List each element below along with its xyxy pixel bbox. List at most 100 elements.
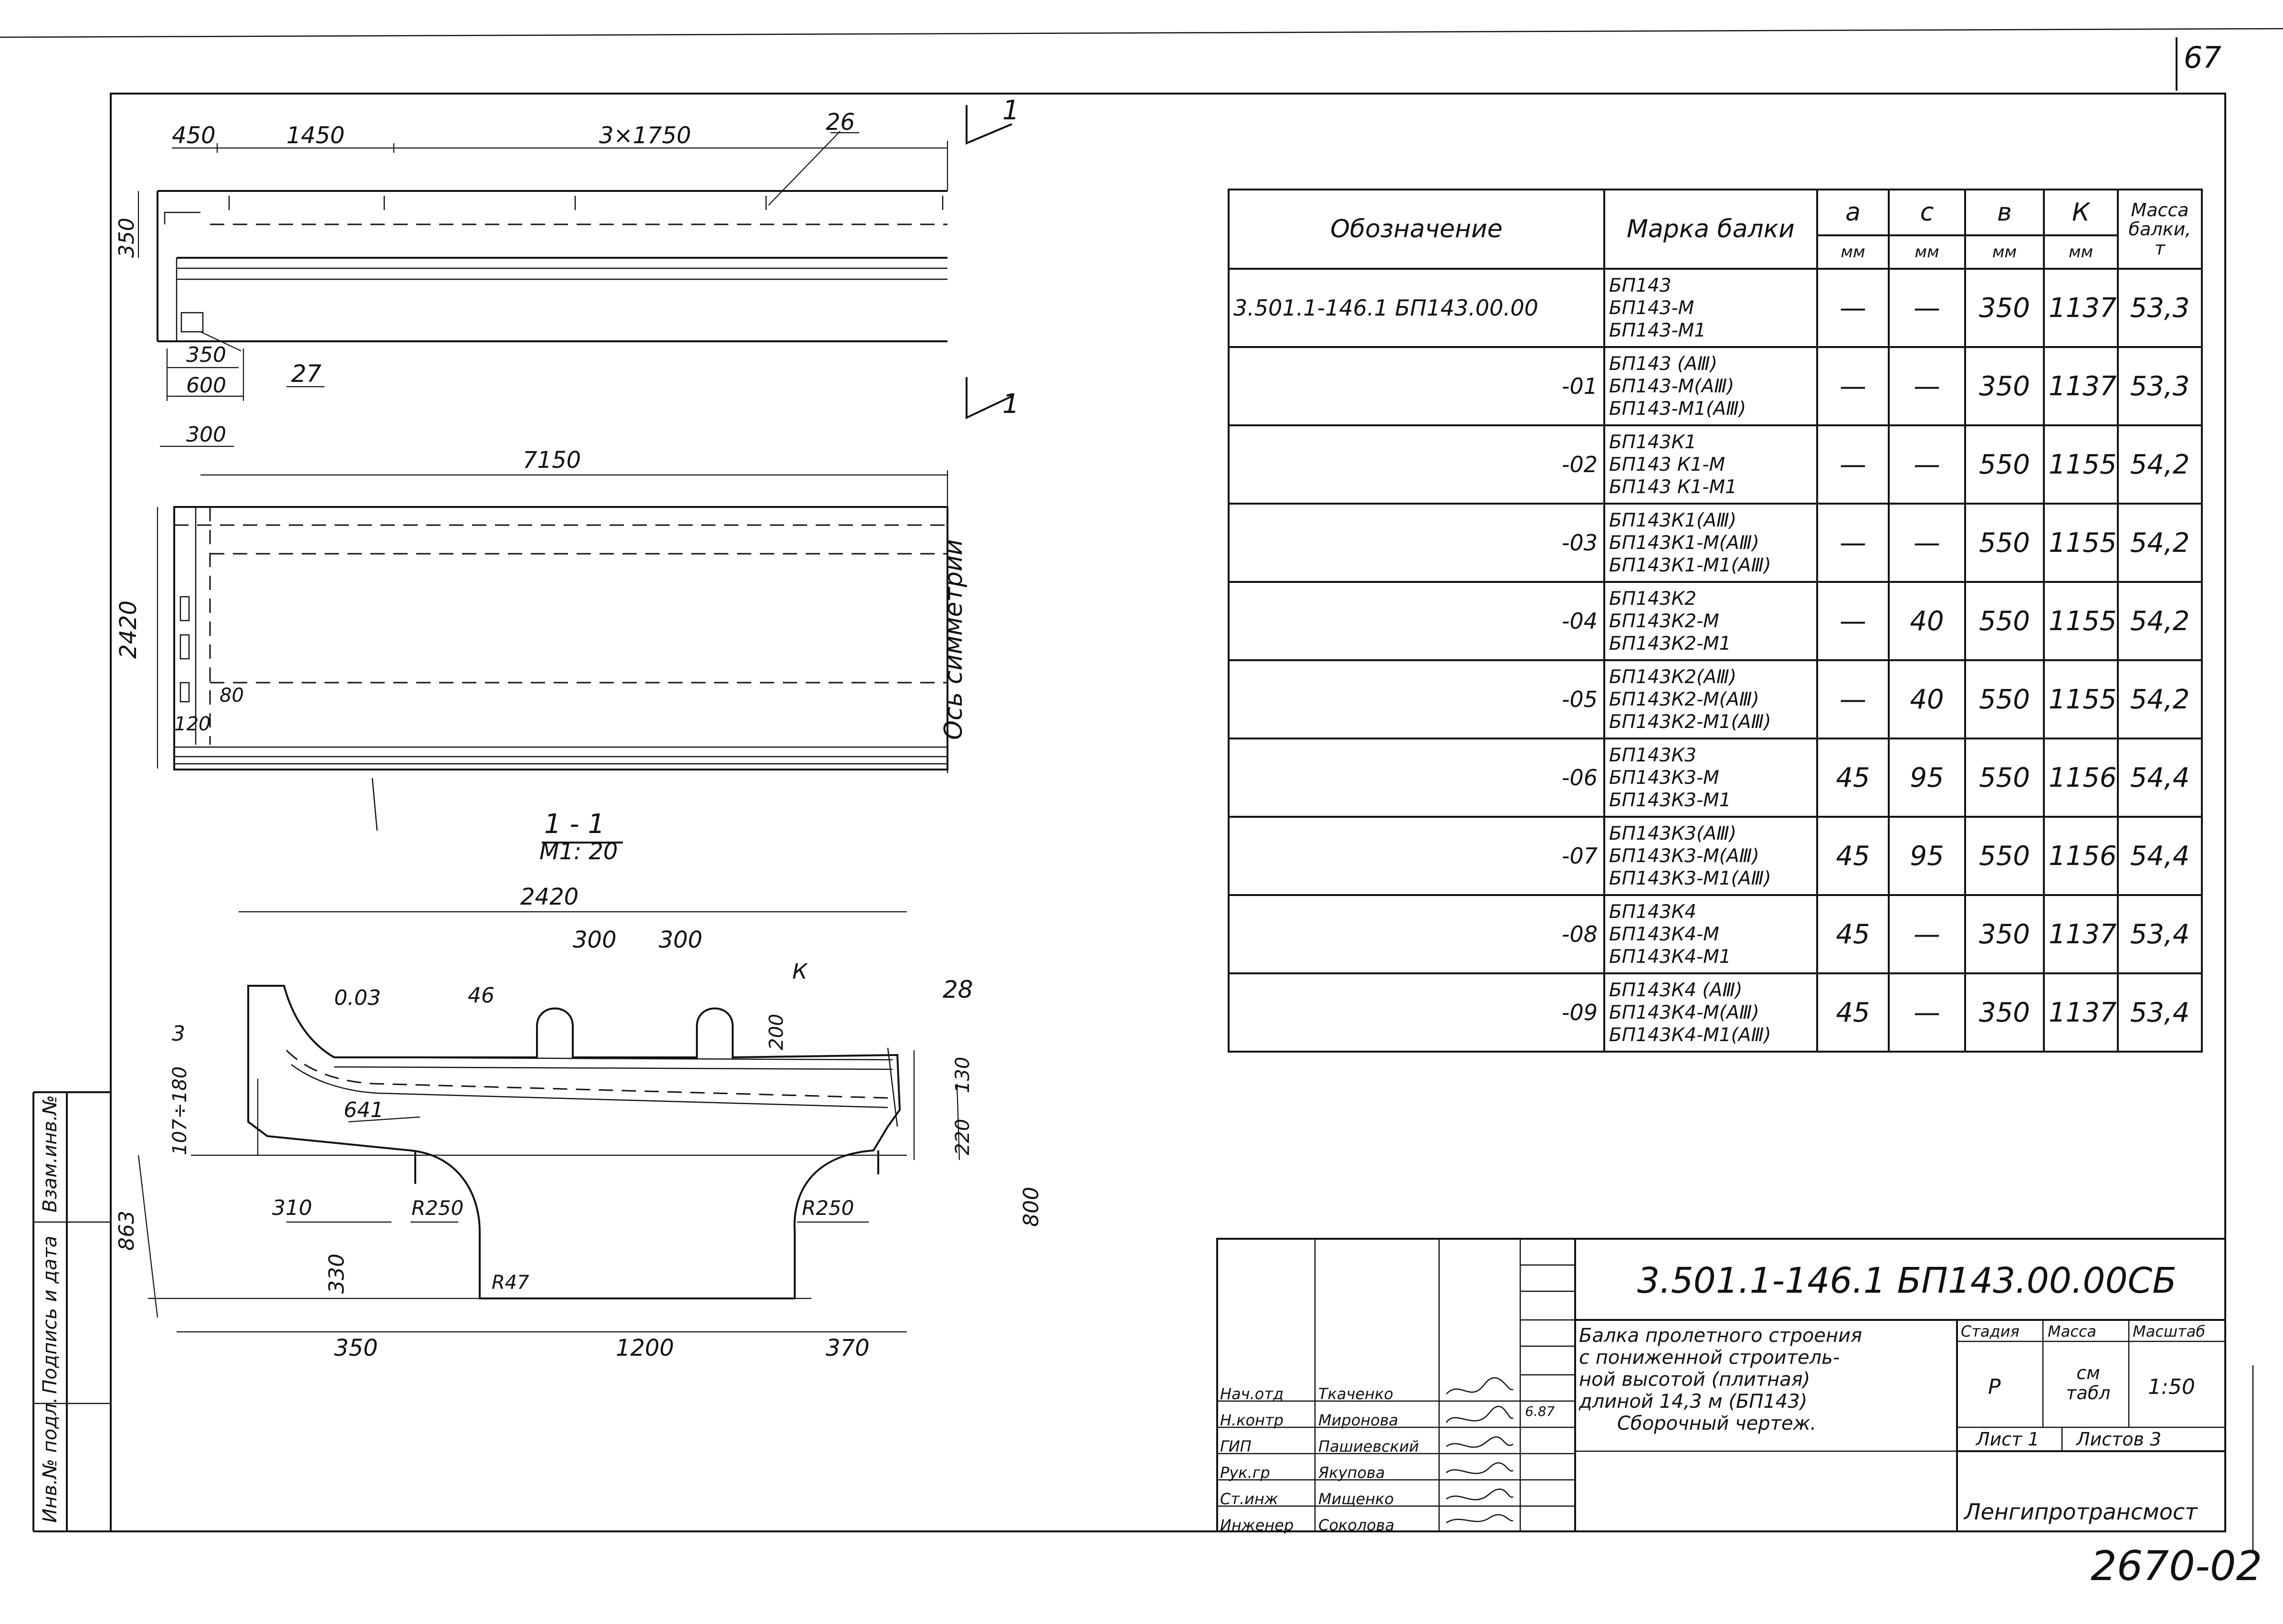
mass-cell: 53,3 bbox=[2117, 346, 2203, 426]
header-b: в bbox=[1964, 189, 2045, 236]
c-cell: — bbox=[1888, 346, 1966, 426]
plan-view-2 bbox=[157, 445, 948, 831]
c-cell: — bbox=[1888, 972, 1966, 1053]
mark-cell: БП143К1(АⅢ) БП143К1-М(АⅢ) БП143К1-М1(АⅢ) bbox=[1603, 503, 1818, 583]
title-line-4: длиной 14,3 м (БП143) bbox=[1579, 1391, 1808, 1413]
stage-value: Р bbox=[1988, 1375, 2001, 1399]
margin-signature-label: Подпись и дата bbox=[39, 1236, 61, 1394]
header-designation: Обозначение bbox=[1228, 189, 1605, 270]
name-3: Якупова bbox=[1318, 1464, 1385, 1482]
dim-120: 120 bbox=[174, 713, 210, 735]
k-cell: 1155 bbox=[2043, 581, 2119, 661]
dim-2420-vertical: 2420 bbox=[115, 601, 142, 659]
document-title: Балка пролетного строения с пониженной с… bbox=[1579, 1325, 1862, 1434]
designation-cell: -05 bbox=[1228, 659, 1605, 739]
sec-dim-3: 3 bbox=[172, 1022, 185, 1046]
k-cell: 1156 bbox=[2043, 816, 2119, 896]
c-cell: — bbox=[1888, 894, 1966, 974]
designation-cell: 3.501.1-146.1 БП143.00.00 bbox=[1228, 268, 1605, 348]
dim-350-bottom: 350 bbox=[186, 343, 226, 367]
title-line-3: ной высотой (плитная) bbox=[1579, 1369, 1810, 1391]
organization-name: Ленгипротрансмост bbox=[1964, 1499, 2198, 1525]
callout-26: 26 bbox=[826, 109, 855, 136]
a-cell: — bbox=[1816, 424, 1890, 505]
dim-450: 450 bbox=[172, 122, 216, 149]
sec-dim-310: 310 bbox=[272, 1196, 312, 1220]
designation-cell: -07 bbox=[1228, 816, 1605, 896]
role-5: Инженер bbox=[1220, 1516, 1294, 1534]
margin-replace-label: Взам.инв.№ bbox=[39, 1095, 61, 1213]
sec-dim-300b: 300 bbox=[659, 927, 703, 953]
mass-cell: 54,4 bbox=[2117, 816, 2203, 896]
k-cell: 1137 bbox=[2043, 346, 2119, 426]
name-1: Миронова bbox=[1318, 1411, 1399, 1429]
b-cell: 550 bbox=[1964, 659, 2045, 739]
mass-cell: 54,2 bbox=[2117, 581, 2203, 661]
names-column: Ткаченко Миронова Пашиевский Якупова Мищ… bbox=[1318, 1381, 1419, 1539]
sec-dim-220: 220 bbox=[952, 1119, 974, 1155]
k-cell: 1155 bbox=[2043, 659, 2119, 739]
a-cell: — bbox=[1816, 659, 1890, 739]
header-k: К bbox=[2043, 189, 2119, 236]
name-5: Соколова bbox=[1318, 1516, 1395, 1534]
plan-view bbox=[137, 105, 1012, 420]
designation-cell: -08 bbox=[1228, 894, 1605, 974]
mass-cell: 54,2 bbox=[2117, 503, 2203, 583]
scale-value: 1:50 bbox=[2148, 1375, 2195, 1399]
sec-dim-1200: 1200 bbox=[616, 1335, 674, 1361]
sheet-number: 67 bbox=[2184, 40, 2221, 75]
document-code: 3.501.1-146.1 БП143.00.00СБ bbox=[1637, 1260, 2177, 1301]
header-c: с bbox=[1888, 189, 1966, 236]
cross-section-view bbox=[137, 842, 960, 1333]
role-0: Нач.отд bbox=[1220, 1385, 1284, 1403]
dim-3x1750: 3×1750 bbox=[599, 122, 691, 149]
mass-cell: 53,4 bbox=[2117, 972, 2203, 1053]
header-unit-k: мм bbox=[2043, 234, 2119, 270]
a-cell: 45 bbox=[1816, 816, 1890, 896]
k-cell: 1137 bbox=[2043, 268, 2119, 348]
header-unit-c: мм bbox=[1888, 234, 1966, 270]
sec-dim-863: 863 bbox=[115, 1211, 139, 1251]
designation-cell: -09 bbox=[1228, 972, 1605, 1053]
mass-cell: 53,3 bbox=[2117, 268, 2203, 348]
section-scale: М1: 20 bbox=[539, 838, 618, 865]
sec-dim-350: 350 bbox=[334, 1335, 378, 1361]
dim-300: 300 bbox=[186, 422, 226, 447]
k-cell: 1155 bbox=[2043, 424, 2119, 505]
k-cell: 1137 bbox=[2043, 972, 2119, 1053]
mark-cell: БП143 (АⅢ) БП143-М(АⅢ) БП143-М1(АⅢ) bbox=[1603, 346, 1818, 426]
role-2: ГИП bbox=[1220, 1437, 1252, 1455]
mass-cell: 54,2 bbox=[2117, 659, 2203, 739]
a-cell: — bbox=[1816, 503, 1890, 583]
mark-cell: БП143К3 БП143К3-М БП143К3-М1 bbox=[1603, 738, 1818, 818]
mass-value: см табл bbox=[2066, 1362, 2111, 1403]
a-cell: 45 bbox=[1816, 894, 1890, 974]
date-value: 6.87 bbox=[1525, 1403, 1555, 1419]
name-2: Пашиевский bbox=[1318, 1437, 1419, 1455]
b-cell: 350 bbox=[1964, 894, 2045, 974]
margin-inv-label: Инв.№ подл. bbox=[39, 1397, 61, 1523]
mark-cell: БП143К2(АⅢ) БП143К2-М(АⅢ) БП143К2-М1(АⅢ) bbox=[1603, 659, 1818, 739]
a-cell: 45 bbox=[1816, 738, 1890, 818]
mark-cell: БП143К2 БП143К2-М БП143К2-М1 bbox=[1603, 581, 1818, 661]
header-unit-a: мм bbox=[1816, 234, 1890, 270]
a-cell: — bbox=[1816, 581, 1890, 661]
title-line-1: Балка пролетного строения bbox=[1579, 1325, 1862, 1347]
b-cell: 350 bbox=[1964, 268, 2045, 348]
c-cell: 95 bbox=[1888, 738, 1966, 818]
sec-dim-2420: 2420 bbox=[520, 884, 579, 910]
header-a: а bbox=[1816, 189, 1890, 236]
sec-dim-800: 800 bbox=[1019, 1187, 1043, 1227]
designation-cell: -02 bbox=[1228, 424, 1605, 505]
c-cell: 40 bbox=[1888, 659, 1966, 739]
sec-k: К bbox=[792, 960, 808, 984]
dim-600: 600 bbox=[186, 373, 226, 398]
b-cell: 550 bbox=[1964, 738, 2045, 818]
designation-cell: -03 bbox=[1228, 503, 1605, 583]
designation-cell: -04 bbox=[1228, 581, 1605, 661]
